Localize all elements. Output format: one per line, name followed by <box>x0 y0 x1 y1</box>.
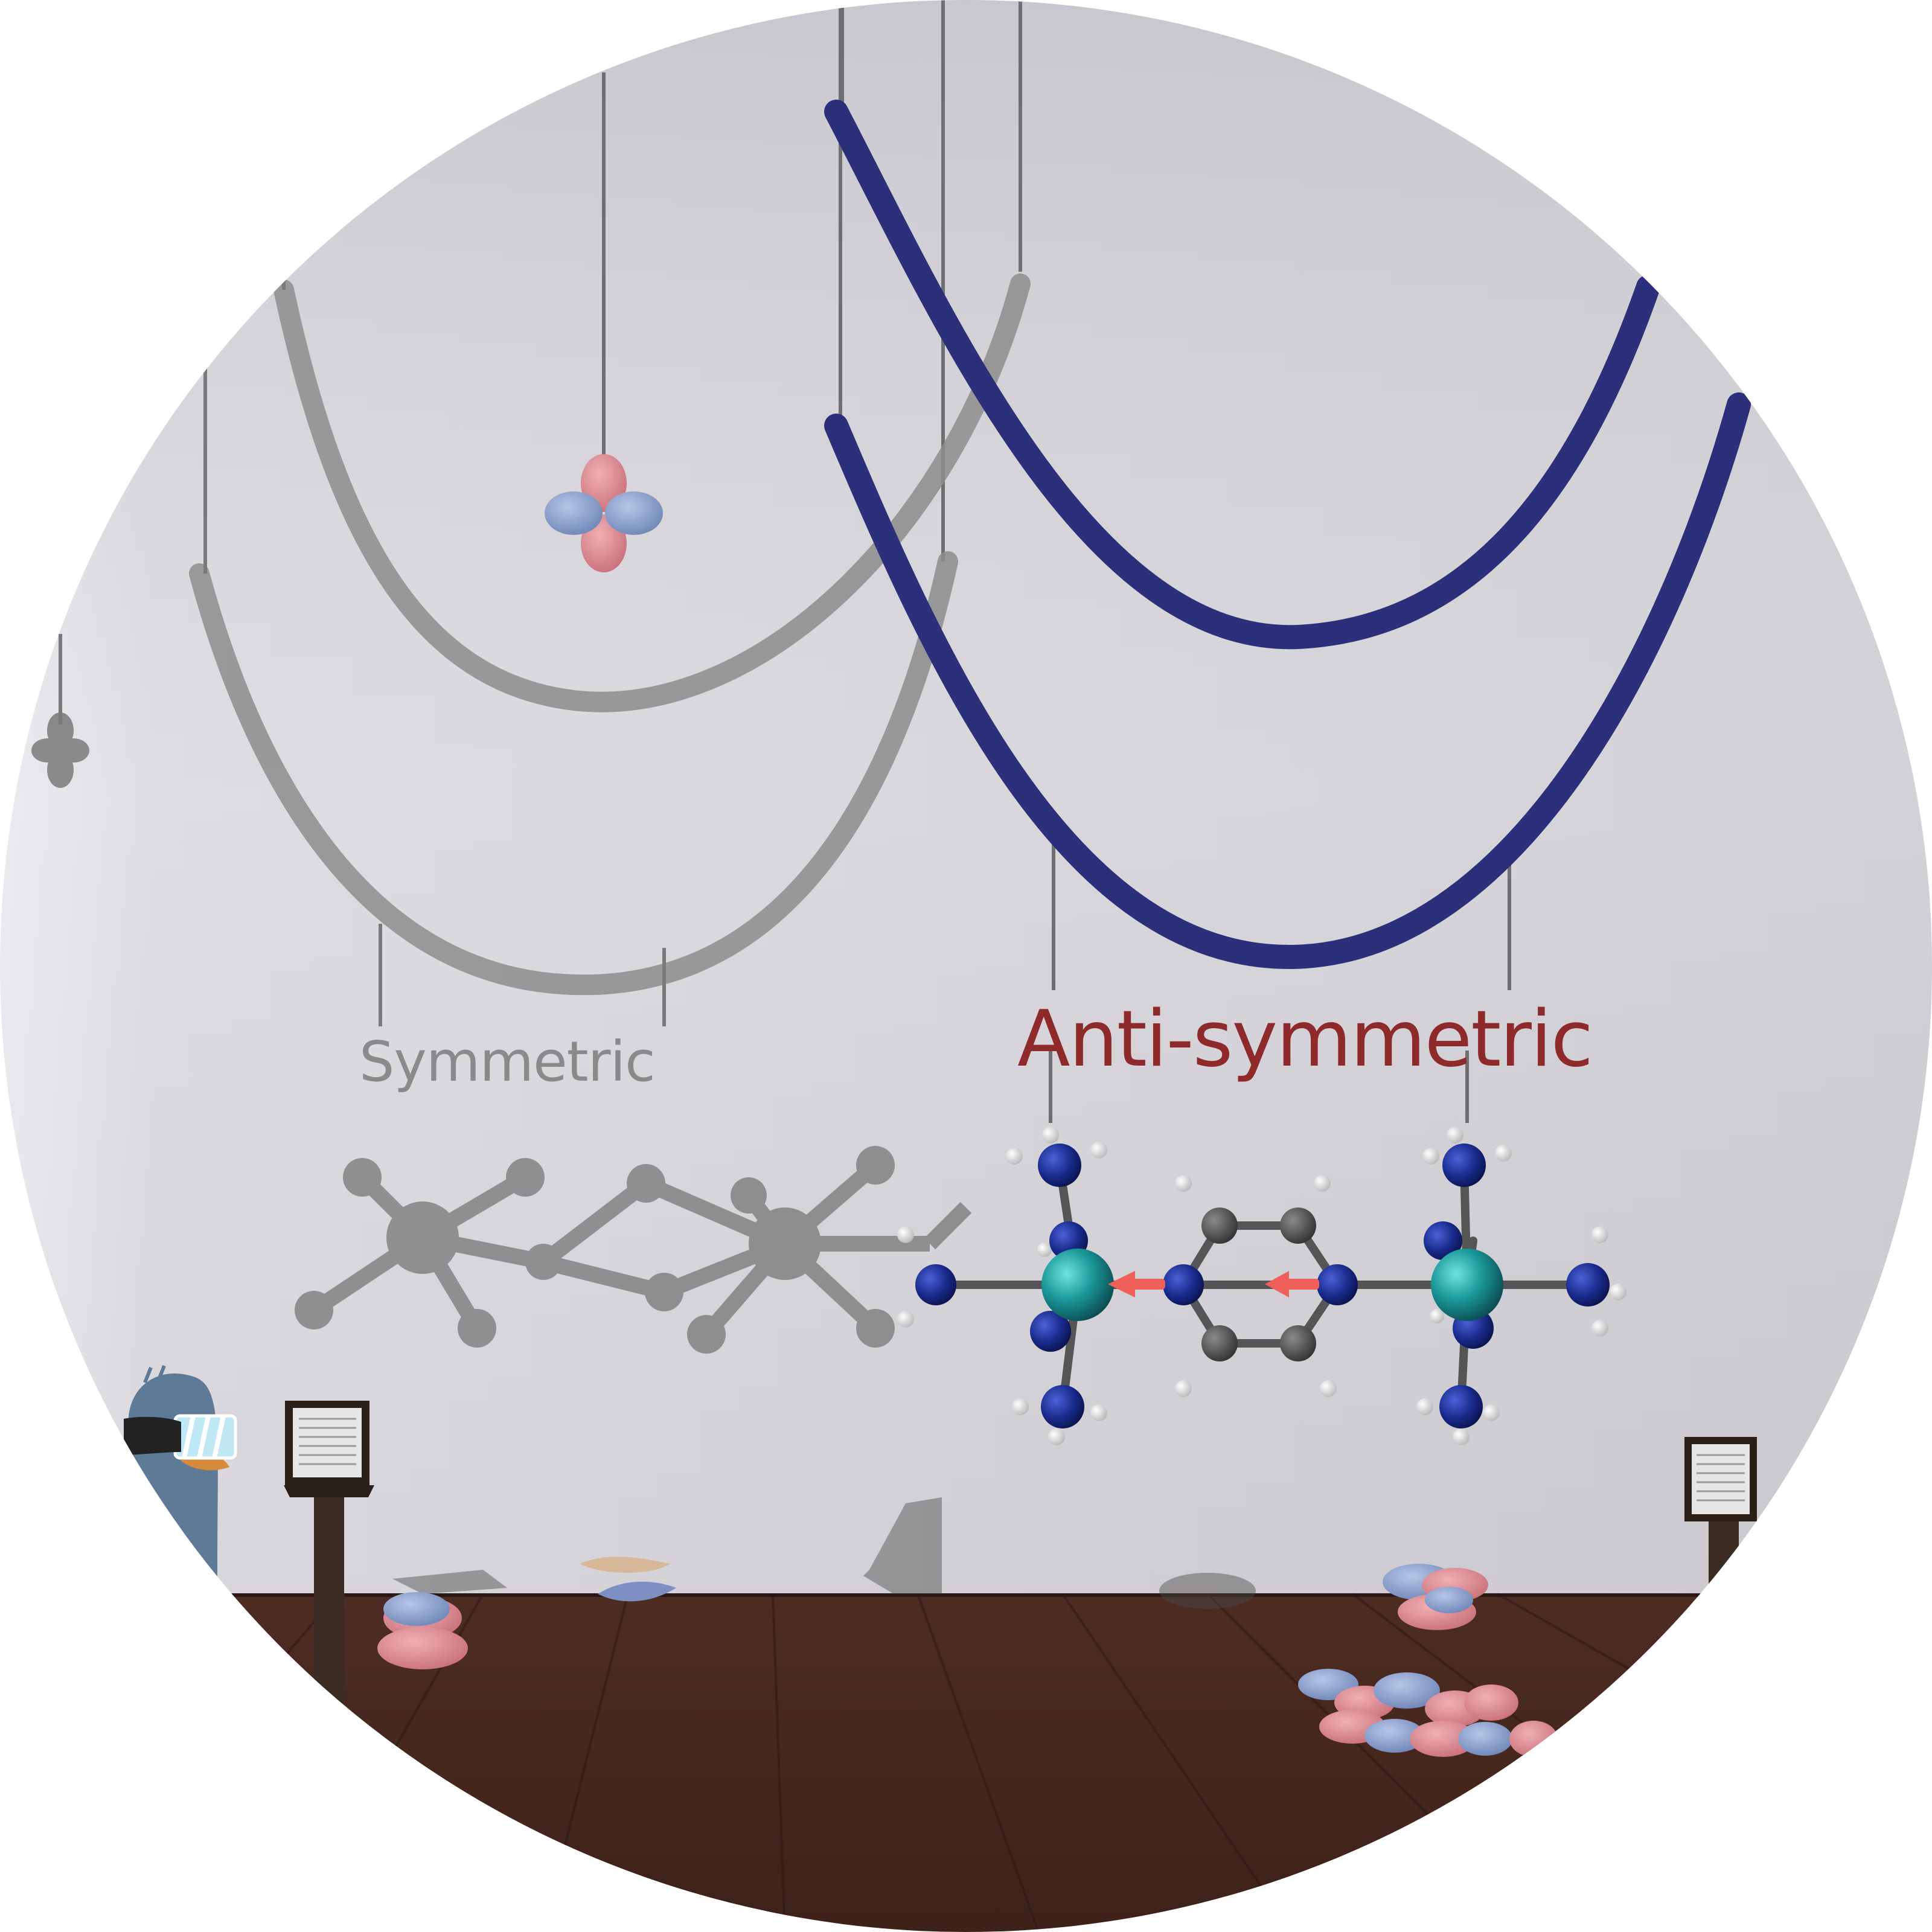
info-stand-icon <box>284 1401 374 1703</box>
d-orbital-shadow-icon <box>31 712 89 788</box>
floor-shadows <box>392 1497 1256 1609</box>
arrow-icon <box>1108 1271 1319 1297</box>
pigeon-with-goggles-icon <box>57 1364 237 1734</box>
molecule-model-icon <box>897 1127 1627 1445</box>
anti-symmetric-label: Anti-symmetric <box>1017 994 1592 1084</box>
d-orbital-icon <box>545 454 663 572</box>
floor-orbital-pile-icon <box>377 1556 1558 1757</box>
anti-symmetric-curves <box>824 100 1751 970</box>
symmetric-label: Symmetric <box>359 1029 655 1094</box>
symmetric-curves-shadow <box>189 273 1031 996</box>
molecule-shadow <box>295 1146 972 1354</box>
wooden-floor <box>0 1594 1932 1932</box>
